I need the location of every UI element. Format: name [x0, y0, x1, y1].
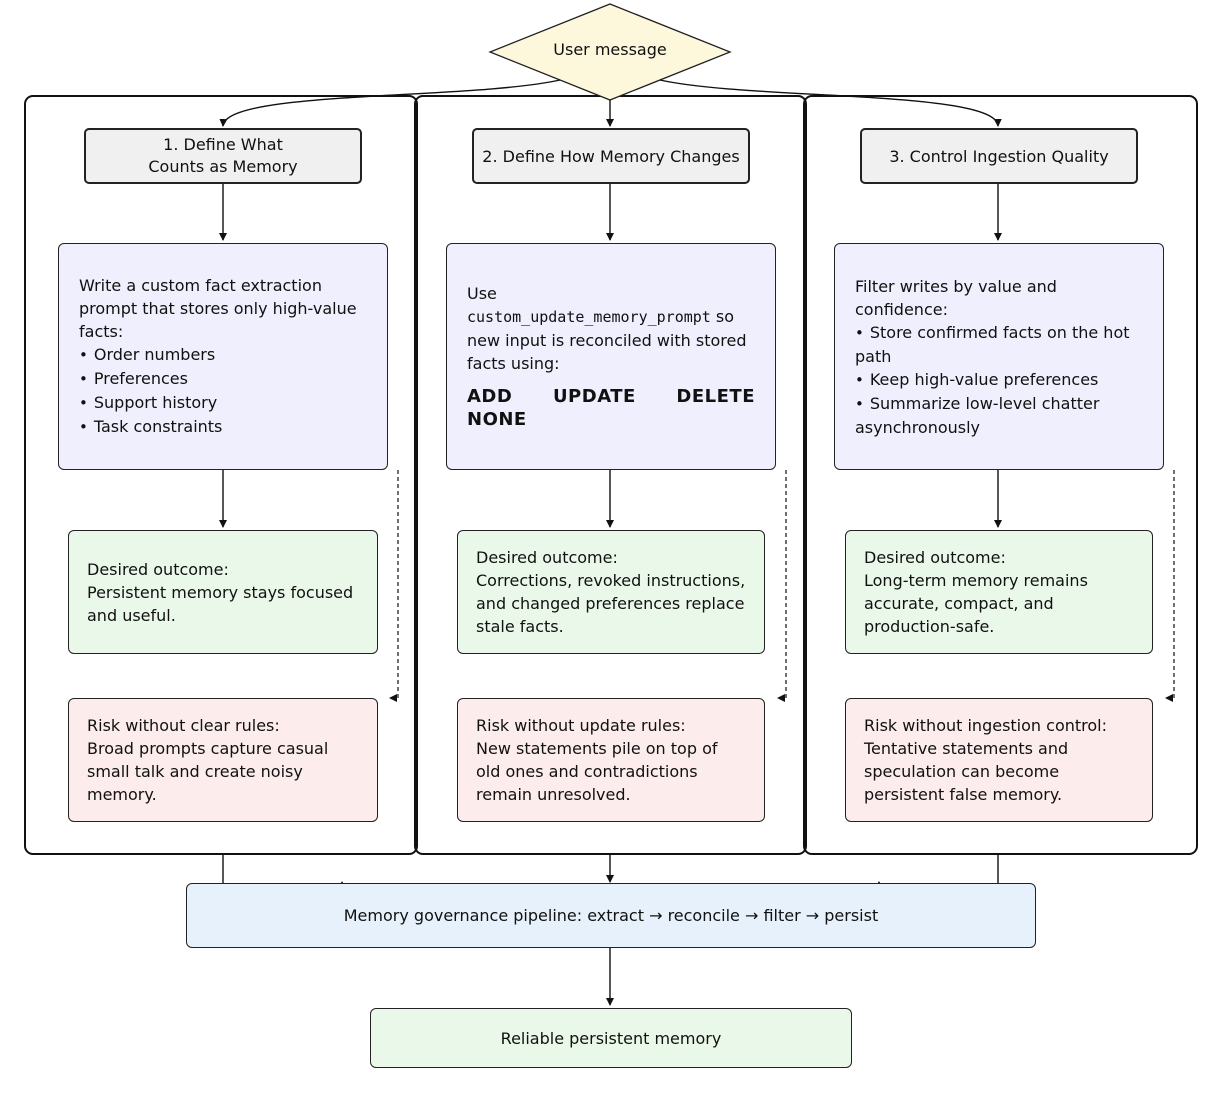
list-item: Preferences [79, 367, 367, 391]
outcome-text: Long-term memory remains accurate, compa… [864, 571, 1088, 636]
column-2-risk: Risk without update rules: New statement… [457, 698, 765, 822]
column-2-intro: Use custom_update_memory_prompt so new i… [467, 282, 755, 375]
risk-text: Tentative statements and speculation can… [864, 739, 1069, 804]
arrow-to-col3 [659, 79, 1002, 127]
pipeline-label: Memory governance pipeline: extract → re… [343, 906, 879, 925]
list-item: Support history [79, 391, 367, 415]
risk-heading: Risk without ingestion control: [864, 716, 1107, 735]
column-1-risk: Risk without clear rules: Broad prompts … [68, 698, 378, 822]
outcome-heading: Desired outcome: [87, 559, 229, 579]
column-3-intro: Filter writes by value and confidence: [855, 276, 1057, 319]
column-2-outcome: Desired outcome: Corrections, revoked in… [457, 530, 765, 654]
column-3-outcome: Desired outcome: Long-term memory remain… [845, 530, 1153, 654]
column-1-bullets: Order numbers Preferences Support histor… [79, 343, 367, 439]
column-2-ops: ADD UPDATE DELETE NONE [467, 385, 755, 431]
pipeline-box: Memory governance pipeline: extract → re… [186, 883, 1036, 948]
outcome-heading: Desired outcome: [476, 548, 618, 567]
outcome-text: Corrections, revoked instructions, and c… [476, 571, 746, 636]
outcome-heading: Desired outcome: [864, 548, 1006, 567]
risk-text: Broad prompts capture casual small talk … [87, 739, 329, 804]
op-none: NONE [467, 409, 527, 430]
dashed-c1-risk [389, 470, 399, 702]
op-update: UPDATE [552, 386, 636, 407]
list-item: Keep high-value preferences [855, 368, 1143, 392]
column-1-outcome: Desired outcome: Persistent memory stays… [68, 530, 378, 654]
dashed-c2-risk [777, 470, 787, 702]
list-item: Store confirmed facts on the hot path [855, 321, 1143, 368]
list-item: Order numbers [79, 343, 367, 367]
column-2-intro-rest: so new input is reconciled with stored f… [467, 307, 747, 373]
column-2-code: custom_update_memory_prompt [467, 308, 711, 326]
column-1-body: Write a custom fact extraction prompt th… [58, 243, 388, 470]
column-2-body: Use custom_update_memory_prompt so new i… [446, 243, 776, 470]
column-3-body: Filter writes by value and confidence: S… [834, 243, 1164, 470]
risk-heading: Risk without clear rules: [87, 716, 280, 735]
column-1-title: 1. Define What Counts as Memory [84, 128, 362, 184]
dashed-c3-risk [1165, 470, 1175, 702]
risk-text: New statements pile on top of old ones a… [476, 739, 718, 804]
column-2-title-text: 2. Define How Memory Changes [482, 146, 740, 166]
column-container-1 [24, 95, 418, 855]
result-label: Reliable persistent memory [500, 1028, 722, 1048]
result-box: Reliable persistent memory [370, 1008, 852, 1068]
column-1-intro: Write a custom fact extraction prompt th… [79, 276, 357, 341]
list-item: Task constraints [79, 415, 367, 439]
column-3-bullets: Store confirmed facts on the hot path Ke… [855, 321, 1143, 439]
op-delete: DELETE [676, 386, 755, 407]
column-2-title: 2. Define How Memory Changes [472, 128, 750, 184]
outcome-text: Persistent memory stays focused and usef… [87, 582, 354, 625]
column-1-title-text: 1. Define What Counts as Memory [148, 135, 298, 176]
column-2-intro-text: Use [467, 284, 497, 303]
column-3-title: 3. Control Ingestion Quality [860, 128, 1138, 184]
arrow-to-col1 [219, 79, 561, 127]
column-3-title-text: 3. Control Ingestion Quality [889, 146, 1109, 166]
column-3-risk: Risk without ingestion control: Tentativ… [845, 698, 1153, 822]
list-item: Summarize low-level chatter asynchronous… [855, 392, 1143, 439]
op-add: ADD [467, 386, 513, 407]
start-label: User message [553, 40, 667, 59]
column-container-3 [803, 95, 1198, 855]
risk-heading: Risk without update rules: [476, 716, 686, 735]
